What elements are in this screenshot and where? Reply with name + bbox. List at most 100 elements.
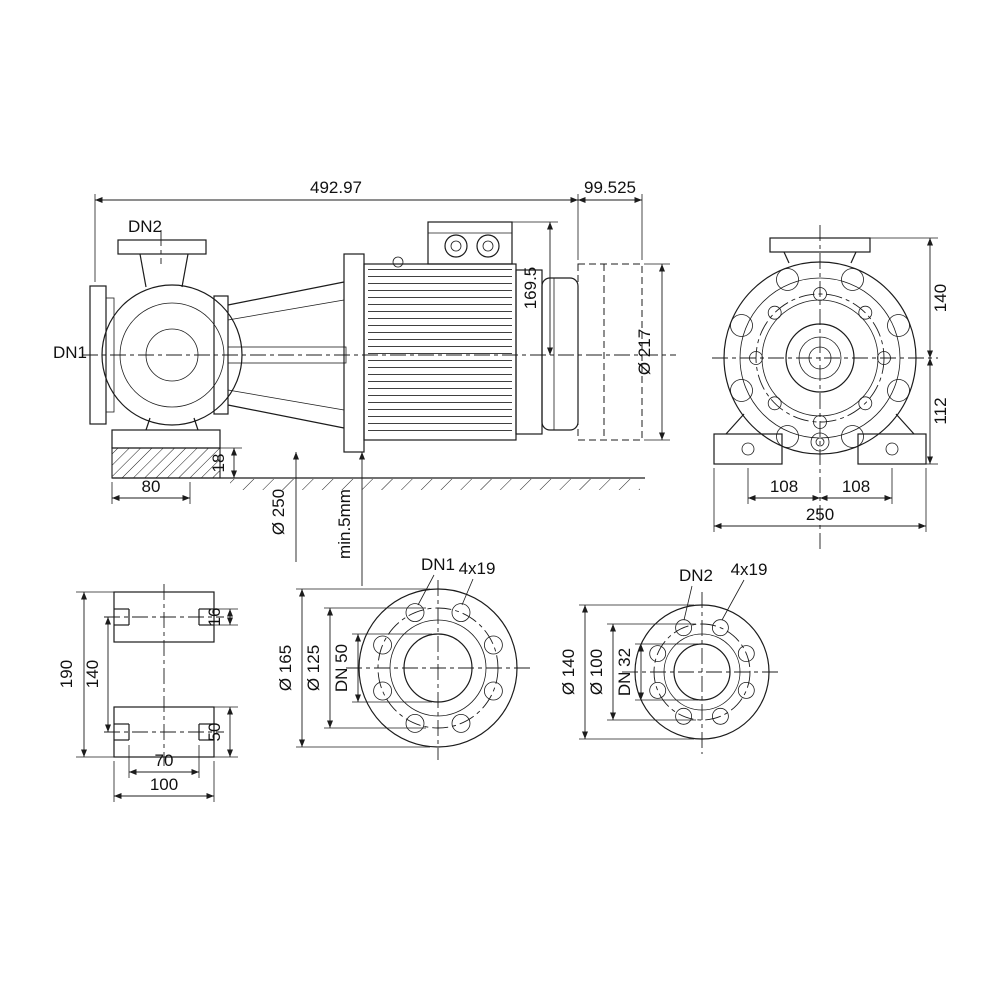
dim-motor-diameter-label: Ø 217	[635, 329, 654, 375]
dn2-bolt-holes	[649, 619, 755, 725]
dn1-dim-outer: Ø 165	[276, 588, 430, 748]
dn2-flange-label: DN2	[679, 566, 713, 585]
dim-center-to-top: 140	[870, 237, 950, 358]
dim-total-width-label: 250	[806, 505, 834, 524]
pump-feet-end	[713, 413, 927, 465]
dim-foot-centers-label: 140	[83, 660, 102, 688]
flange-dn2-view: DN2 4x19 Ø 140 Ø 100 DN 32	[559, 560, 782, 754]
dim-foot-overall-label: 190	[57, 660, 76, 688]
dim-foot-length: 80	[111, 477, 191, 504]
dim-total-width: 250	[713, 468, 927, 532]
dn2-dim-bolt-circle: Ø 100	[587, 623, 696, 721]
terminal-box	[427, 221, 513, 265]
bolt-circle	[755, 293, 885, 423]
dim-foot-overall: 190	[57, 591, 114, 758]
dn1-bolt-circle	[377, 607, 499, 729]
dim-total-length-label: 492.97	[310, 178, 362, 197]
dn2-holes-label: 4x19	[731, 560, 768, 579]
foundation-hatch	[111, 447, 221, 479]
dn2-flange-circles	[634, 604, 770, 740]
dn1-dim-bolt-circle-label: Ø 125	[304, 645, 323, 691]
dim-foot-width: 50	[205, 706, 238, 758]
ground-hatch-ticks	[230, 479, 640, 490]
pump-casing	[101, 253, 243, 426]
pump-foot	[111, 417, 221, 449]
casing-bolt-holes	[749, 287, 891, 429]
discharge-port-label: DN2	[128, 217, 162, 236]
dn1-dim-bolt-circle: Ø 125	[304, 607, 426, 729]
discharge-flange	[117, 230, 207, 264]
dim-slot-width: 16	[205, 608, 238, 627]
dn1-bolt-holes	[373, 603, 503, 733]
shaft	[227, 346, 347, 364]
dn2-dim-bolt-circle-label: Ø 100	[587, 649, 606, 695]
dim-foot-spacing: 108 108	[747, 468, 893, 504]
dn2-dim-outer: Ø 140	[559, 604, 694, 740]
dn2-dim-bore: DN 32	[615, 643, 698, 701]
dn2-holes-leader	[721, 579, 745, 621]
dim-min-clearance: min.5mm	[335, 452, 366, 586]
casing-lugs	[730, 268, 910, 448]
flange-dn1-view: DN1 4x19 Ø 165 Ø 125 DN 50	[276, 555, 530, 760]
dim-center-to-top-label: 140	[931, 284, 950, 312]
dn1-holes-label: 4x19	[459, 559, 496, 578]
dim-center-to-base: 112	[926, 358, 950, 465]
dim-foot-left-label: 108	[770, 477, 798, 496]
dn2-dim-bore-label: DN 32	[615, 648, 634, 696]
drain-plug	[810, 432, 830, 452]
dim-inner-width-label: 70	[155, 751, 174, 770]
dim-terminal-box-height-label: 169.5	[521, 267, 540, 310]
dn1-dim-outer-label: Ø 165	[276, 645, 295, 691]
cable-gland-icon	[476, 234, 500, 258]
motor-flange	[343, 253, 365, 453]
dim-base-diameter: Ø 250	[269, 452, 300, 562]
dim-foot-length-label: 80	[142, 477, 161, 496]
lower-foot-plate	[113, 706, 215, 758]
dim-base-height: 18	[209, 447, 242, 478]
dim-min-clearance-label: min.5mm	[335, 489, 354, 559]
dim-foot-width-label: 50	[205, 723, 224, 742]
foot-bolt-hole	[741, 442, 755, 456]
end-view: 140 112 108 108 250	[712, 225, 950, 552]
dim-extension-length: 99.525	[578, 178, 643, 260]
upper-foot-plate	[113, 591, 215, 643]
dn1-holes-leader	[461, 578, 474, 606]
dim-total-length: 492.97	[94, 178, 579, 282]
dim-center-to-base-label: 112	[931, 397, 950, 424]
foot-detail-view: 190 140 16 50 70 100	[57, 584, 238, 802]
foot-bolt-hole	[885, 442, 899, 456]
side-view: 492.97 99.525 DN2 DN1 169.5 Ø 217 18	[53, 178, 676, 586]
motor-cooling-fins	[368, 268, 512, 436]
dn2-bore	[673, 643, 731, 701]
dim-outer-width: 100	[113, 761, 215, 802]
dn1-dim-bore: DN 50	[332, 633, 432, 703]
motor-body	[363, 256, 517, 441]
dim-inner-width: 70	[128, 745, 200, 778]
dn1-flange-label: DN1	[421, 555, 455, 574]
dim-extension-length-label: 99.525	[584, 178, 636, 197]
foundation	[111, 447, 645, 490]
baseplate	[111, 429, 221, 449]
dim-motor-diameter: Ø 217	[635, 263, 670, 441]
dim-slot-width-label: 16	[205, 608, 224, 627]
dim-foot-right-label: 108	[842, 477, 870, 496]
dn1-bore	[403, 633, 473, 703]
dim-foot-centers: 140	[83, 617, 112, 732]
phantom-motor-extension	[577, 263, 643, 441]
dn1-flange-circles	[358, 588, 518, 748]
lantern-bracket	[227, 281, 347, 429]
dim-base-diameter-label: Ø 250	[269, 489, 288, 535]
dim-terminal-box-height: 169.5	[512, 221, 558, 355]
dn1-label-leader	[417, 574, 435, 606]
dim-base-height-label: 18	[209, 454, 228, 473]
suction-flange	[89, 285, 115, 425]
discharge-flange-end	[769, 237, 871, 264]
lifting-eye	[392, 256, 404, 268]
dn2-bolt-circle	[653, 623, 751, 721]
dim-outer-width-label: 100	[150, 775, 178, 794]
dn2-label-leader	[683, 585, 693, 621]
suction-port-label: DN1	[53, 343, 87, 362]
dn2-dim-outer-label: Ø 140	[559, 649, 578, 695]
cable-gland-icon	[444, 234, 468, 258]
